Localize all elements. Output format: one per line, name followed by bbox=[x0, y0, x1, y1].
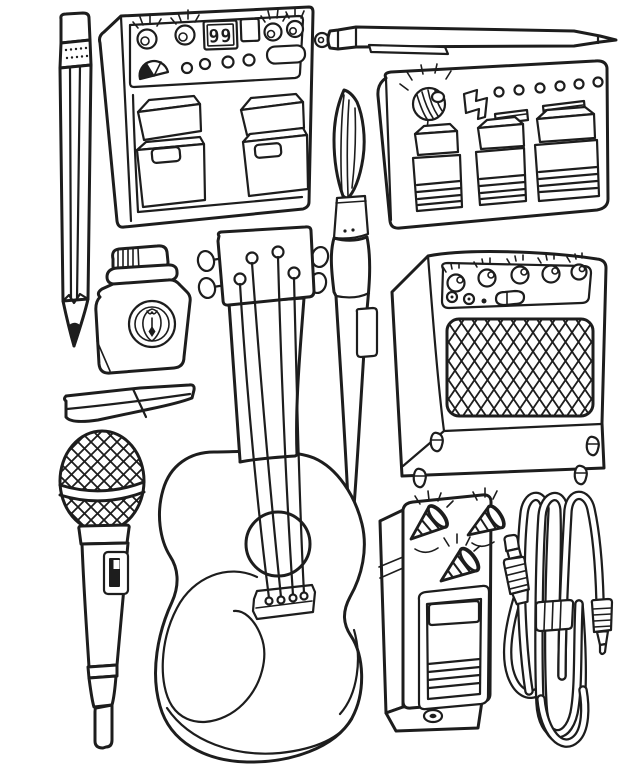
guitar-tuning-pegs bbox=[196, 245, 330, 300]
amp-knob-2 bbox=[473, 257, 497, 288]
paintbrush-handle-sticker bbox=[355, 306, 379, 359]
seven-segment-display: 99 bbox=[202, 19, 239, 51]
fx-unit-footswitch-3 bbox=[533, 105, 601, 203]
microphone-collar bbox=[77, 523, 131, 546]
microphone-grille-mesh bbox=[60, 431, 144, 531]
paintbrush-handle bbox=[329, 235, 372, 509]
seven-segment-display-value: 99 bbox=[208, 26, 232, 48]
stompbox-pedal bbox=[378, 487, 509, 733]
twin-unit-knob-1 bbox=[132, 13, 162, 50]
stompbox-footswitch bbox=[417, 584, 491, 711]
amp-foot bbox=[412, 467, 428, 489]
twin-unit-left-footswitch bbox=[135, 94, 207, 209]
amp-rocker-switch bbox=[494, 289, 526, 307]
twin-unit-led-1 bbox=[180, 61, 194, 75]
pencil-lead-icon bbox=[68, 322, 80, 347]
microphone-grille-band bbox=[58, 480, 146, 503]
amplifier bbox=[390, 250, 608, 489]
jack-plug-left bbox=[502, 533, 530, 606]
multi-effects-unit bbox=[376, 59, 610, 230]
amp-knob-5 bbox=[566, 252, 588, 281]
guitar-neck bbox=[227, 296, 306, 464]
fx-unit-knob bbox=[399, 63, 452, 135]
twin-unit-led-4 bbox=[242, 53, 256, 67]
pencil-body bbox=[58, 63, 93, 303]
twin-unit-pill-button bbox=[265, 44, 307, 65]
amp-foot bbox=[429, 431, 445, 453]
amp-knob-4 bbox=[537, 253, 561, 284]
pen-body bbox=[326, 25, 618, 51]
twin-unit-led-2 bbox=[198, 57, 212, 71]
stompbox-knob-2 bbox=[459, 487, 509, 548]
twin-unit-led-3 bbox=[221, 55, 235, 69]
fx-unit-footswitch-1 bbox=[411, 122, 464, 213]
pen-nib-icon bbox=[142, 308, 162, 342]
twin-unit-knob-4 bbox=[285, 7, 305, 39]
amp-foot bbox=[573, 464, 589, 486]
guitar-headstock bbox=[216, 225, 316, 307]
acoustic-guitar bbox=[154, 225, 366, 764]
eraser bbox=[63, 383, 196, 423]
pencil-ferrule-dots bbox=[64, 46, 89, 60]
cable-wrap-tie bbox=[534, 598, 575, 633]
pencil bbox=[58, 11, 93, 348]
twin-unit-square-button bbox=[239, 17, 261, 43]
paintbrush bbox=[329, 88, 379, 509]
fx-unit-leds bbox=[493, 76, 604, 98]
amp-speaker-grille bbox=[445, 317, 595, 418]
guitar-strings bbox=[238, 255, 306, 600]
twin-unit-knob-2 bbox=[170, 9, 200, 46]
pencil-eraser-cap bbox=[59, 11, 92, 45]
stompbox-knob-1 bbox=[400, 490, 454, 554]
amp-knob-1 bbox=[442, 262, 466, 293]
twin-unit-right-footswitch bbox=[239, 92, 310, 198]
twin-unit-fan-gauge-icon bbox=[138, 60, 170, 81]
pen-clip bbox=[367, 43, 450, 56]
microphone bbox=[58, 429, 146, 750]
microphone-connector bbox=[93, 703, 114, 750]
pencil-ferrule bbox=[58, 38, 93, 70]
pen bbox=[313, 25, 618, 56]
fx-unit-toggle-switch bbox=[462, 88, 489, 121]
twin-unit-knob-3 bbox=[260, 8, 288, 42]
ink-bottle bbox=[94, 244, 192, 375]
fx-unit-footswitch-2 bbox=[474, 115, 528, 207]
instrument-cable bbox=[502, 490, 614, 748]
amp-foot bbox=[585, 435, 601, 457]
stompbox-side bbox=[378, 508, 405, 715]
amp-knob-3 bbox=[506, 254, 530, 285]
twin-effects-unit: 99 bbox=[98, 5, 315, 229]
jack-plug-right bbox=[590, 597, 614, 656]
guitar-inner-outline bbox=[161, 570, 266, 723]
